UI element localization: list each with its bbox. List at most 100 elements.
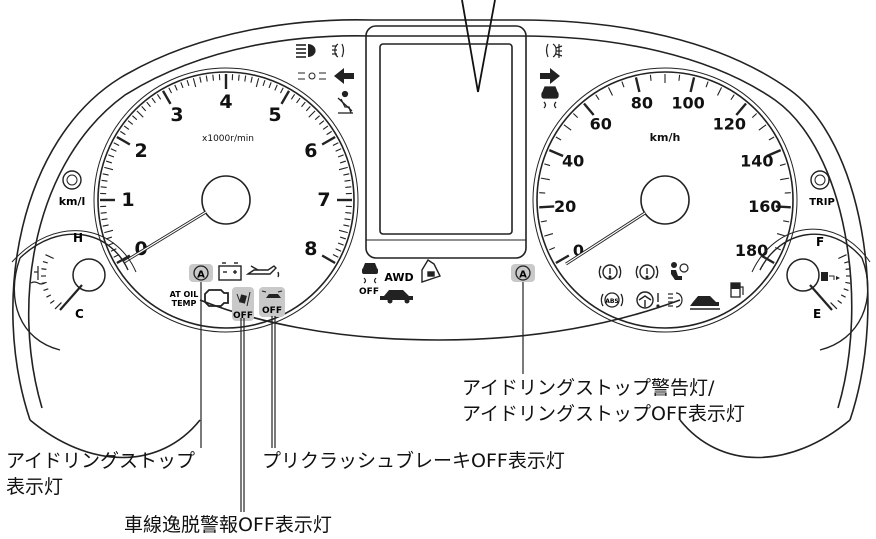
temp-gauge-tick: [42, 260, 48, 264]
speedometer-major-tick: [634, 77, 641, 93]
tachometer-minor-tick: [146, 101, 151, 108]
temperature-gauge: H C: [11, 230, 137, 351]
tachometer-minor-tick: [174, 84, 178, 91]
tachometer-minor-tick: [332, 253, 339, 258]
tachometer-minor-tick: [345, 186, 352, 189]
tachometer-minor-tick: [343, 224, 350, 227]
fuel-gauge-tick: [840, 294, 846, 298]
tachometer-minor-tick: [205, 75, 208, 82]
speedometer-minor-tick: [768, 136, 775, 141]
fuel-gauge-tick: [845, 281, 851, 284]
speedometer-minor-tick: [717, 87, 723, 96]
speedometer-minor-tick: [730, 94, 735, 101]
fuel-gauge-tick: [845, 268, 851, 270]
temp-high-label: H: [73, 231, 83, 245]
temp-gauge-tick: [49, 299, 55, 304]
idle-stop-warning-letter: A: [519, 270, 527, 281]
temp-gauge-tick: [41, 268, 47, 270]
speedometer-major-tick: [775, 205, 791, 209]
speedometer-major-tick: [583, 102, 595, 116]
speedometer-minor-tick: [621, 81, 625, 88]
temp-low-label: C: [75, 307, 84, 321]
speedometer-major-tick: [555, 254, 570, 265]
kml-button[interactable]: km/l: [59, 170, 86, 208]
temp-gauge-needle: [59, 284, 83, 311]
idle-stop-indicator-icon: A: [189, 264, 213, 282]
check-engine-warning-icon: [204, 289, 229, 307]
fuel-gauge-tick: [830, 302, 838, 310]
rear-fog-light-icon: [332, 43, 345, 58]
tachometer-minor-tick: [102, 224, 109, 227]
tachometer-minor-tick: [314, 115, 321, 121]
speedometer-minor-tick: [779, 163, 786, 167]
tachometer-minor-tick: [305, 105, 311, 112]
callout-lane-departure-off: 車線逸脱警報OFF表示灯: [124, 512, 332, 538]
tachometer-unit-label: x1000r/min: [202, 134, 254, 144]
tachometer-minor-tick: [110, 148, 117, 152]
speedometer-major-tick: [689, 77, 696, 93]
awd-indicator-label: AWD: [384, 271, 413, 284]
fuel-gauge-tick: [838, 254, 847, 260]
tachometer-minor-tick: [290, 94, 296, 100]
speedometer-minor-tick: [751, 113, 758, 119]
speedometer-tick-label: 180: [735, 241, 768, 260]
tachometer-minor-tick: [120, 130, 126, 136]
idle-stop-indicator-letter: A: [197, 270, 205, 281]
callout-idle-stop-indicator-line1: アイドリングストップ: [6, 450, 196, 472]
tachometer-major-tick: [321, 254, 336, 265]
low-fuel-warning-icon: [730, 282, 744, 298]
callout-idle-stop-warning-line2: アイドリングストップOFF表示灯: [462, 403, 745, 425]
trip-button[interactable]: TRIP: [809, 170, 835, 208]
at-oil-label-line2: TEMP: [172, 299, 197, 308]
slip-indicator-icon: [690, 296, 720, 310]
left-turn-arrow-icon: [334, 68, 354, 84]
tachometer-minor-tick: [100, 186, 107, 189]
speedometer-minor-tick: [563, 124, 572, 131]
tachometer-minor-tick: [101, 218, 108, 221]
battery-charge-warning-icon: [218, 262, 242, 281]
tachometer-minor-tick: [105, 160, 113, 164]
tachometer-minor-tick: [344, 179, 351, 182]
tachometer-minor-tick: [108, 154, 115, 158]
speedometer-major-tick: [760, 254, 775, 265]
lane-departure-off-icon: OFF: [232, 287, 254, 321]
temp-gauge-hub: [72, 258, 106, 292]
speedometer-major-tick: [766, 148, 782, 158]
speedometer-minor-tick: [572, 113, 579, 119]
tachometer-minor-tick: [322, 125, 329, 130]
speedometer-minor-tick: [544, 163, 551, 167]
speedometer-tick-label: 80: [631, 94, 653, 113]
tachometer-minor-tick: [131, 115, 138, 121]
speedometer-hub: [640, 175, 690, 225]
temp-gauge-tick: [45, 254, 54, 260]
callout-idle-stop-warning: アイドリングストップ警告灯/ アイドリングストップOFF表示灯: [462, 375, 745, 427]
tachometer-tick-label: 7: [317, 189, 330, 211]
kml-button-label: km/l: [59, 195, 86, 208]
tachometer-minor-tick: [337, 242, 344, 246]
tachometer-minor-tick: [345, 211, 352, 214]
speedometer-minor-tick: [705, 81, 709, 88]
tachometer-minor-tick: [308, 110, 316, 118]
tachometer-minor-tick: [136, 110, 144, 118]
tachometer-minor-tick: [337, 154, 344, 158]
speedometer-minor-tick: [758, 124, 767, 131]
callout-precrash-brake-off: プリクラッシュブレーキOFF表示灯: [262, 448, 565, 474]
tachometer-tick-label: 6: [304, 140, 317, 162]
tachometer-major-tick: [161, 90, 172, 105]
electric-parking-brake-icon: [635, 264, 659, 280]
speedometer-tick-label: 20: [554, 197, 576, 216]
top-pointer: [461, 0, 496, 93]
fuel-gauge: F E: [751, 228, 871, 351]
speedometer-minor-tick: [774, 247, 781, 251]
headlight-high-beam-icon: [296, 44, 316, 58]
tachometer-minor-tick: [279, 87, 284, 94]
power-steering-warning-icon: [636, 291, 660, 309]
tachometer-tick-label: 8: [304, 238, 317, 260]
speedometer-tick-label: 60: [590, 114, 612, 133]
speedometer-minor-tick: [649, 74, 652, 81]
tachometer-tick-label: 1: [121, 189, 134, 211]
tachometer-minor-tick: [104, 166, 114, 171]
speedometer-minor-tick: [678, 74, 681, 81]
